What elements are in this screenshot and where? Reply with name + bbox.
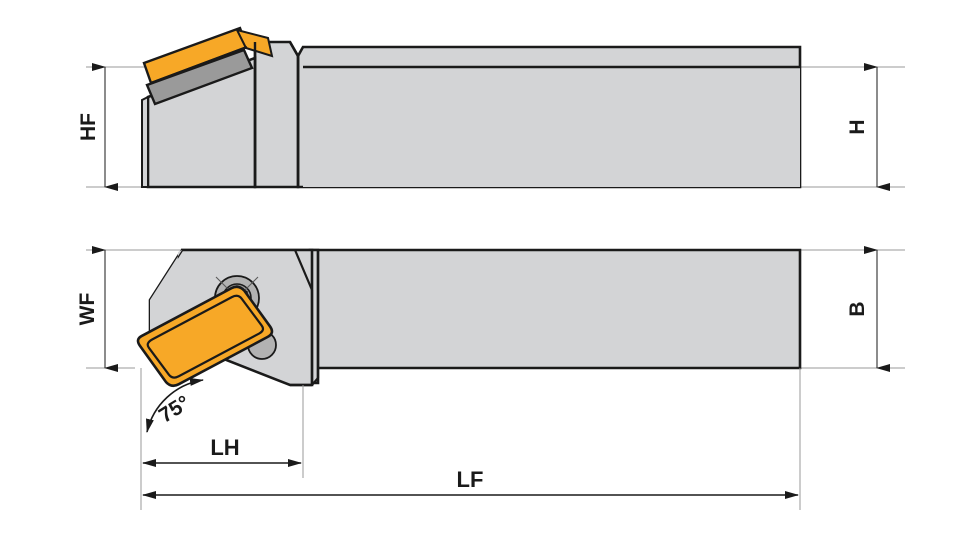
dimension-label-b: B [846, 301, 869, 316]
cutting-insert-top [136, 285, 274, 388]
angle-annotation: 75° [140, 368, 204, 500]
head-chamfer-line [288, 41, 300, 57]
tool-shank-top [308, 248, 802, 370]
lh-dimension-group: LH [142, 385, 304, 478]
dimension-label-h: H [846, 119, 869, 134]
shim-plate-side [145, 48, 254, 106]
dimension-label-lf: LF [457, 467, 484, 492]
head-notch-line-left [293, 249, 314, 291]
cutting-insert-inner [146, 294, 265, 379]
angle-label-75: 75° [155, 391, 194, 427]
tool-shank-side-face [303, 67, 800, 187]
lf-dimension-group: LF [140, 368, 801, 510]
tool-head-side-left-edge [141, 95, 149, 188]
insert-shim-divider [150, 45, 248, 85]
angle-arc [146, 378, 204, 433]
dimension-label-hf: HF [77, 113, 100, 141]
head-bottom-chamfer [311, 377, 319, 386]
tool-head-side-rear [253, 40, 300, 189]
top-view: WF B [76, 246, 905, 388]
dimension-label-lh: LH [210, 435, 239, 460]
side-view: HF H [77, 26, 905, 191]
dimension-label-wf: WF [76, 293, 99, 326]
